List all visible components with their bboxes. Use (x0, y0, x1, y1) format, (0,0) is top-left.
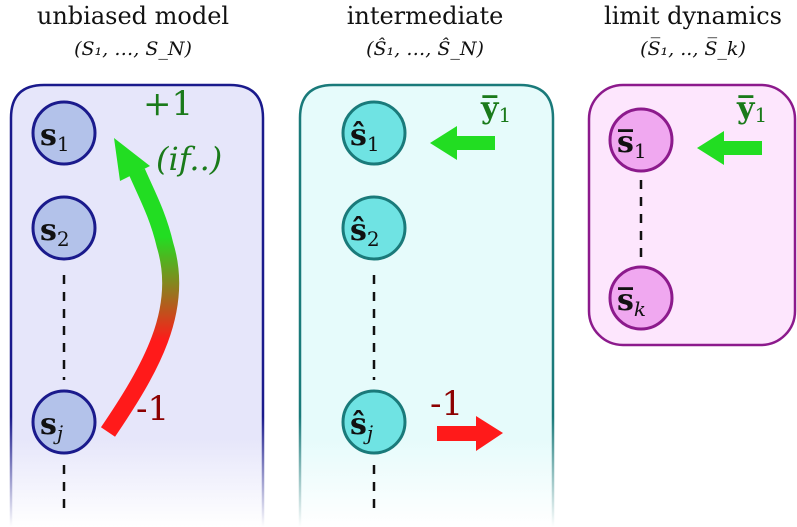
node-shat2: ŝ2 (341, 195, 407, 261)
condition-label: (if..) (156, 140, 222, 178)
panel3-title: limit dynamics (604, 2, 782, 30)
node-sbar1: s̅1 (608, 107, 674, 173)
input-label-panel2: y̅1 (480, 91, 511, 127)
svg-text:s1: s1 (40, 118, 70, 156)
input-label-panel3: y̅1 (736, 91, 767, 127)
jump-arrow-head (114, 138, 150, 181)
svg-text:ŝ1: ŝ1 (350, 118, 380, 156)
node-shatj: ŝj (341, 389, 407, 455)
minus-one-label-2: -1 (430, 384, 463, 424)
svg-text:ŝ2: ŝ2 (350, 213, 380, 251)
panel2-box (298, 83, 555, 527)
plus-one-label: +1 (143, 84, 193, 124)
panel1-subtitle: (S₁, …, S_N) (74, 38, 192, 60)
node-sbark: s̅k (608, 265, 674, 331)
node-s2: s2 (31, 195, 97, 261)
output-arrow-panel2 (437, 416, 503, 451)
jump-arrow-shaft (100, 168, 180, 437)
panel3-subtitle: (S̅₁, .., S̅_k) (640, 38, 746, 60)
input-arrow-panel2 (430, 126, 495, 160)
svg-text:ŝj: ŝj (350, 407, 373, 445)
panel2-subtitle: (Ŝ₁, …, Ŝ_N) (366, 38, 484, 60)
panel2-title: intermediate (346, 2, 504, 30)
panel1-title: unbiased model (36, 2, 230, 30)
input-arrow-panel3 (697, 131, 762, 165)
svg-text:s̅k: s̅k (617, 283, 646, 321)
svg-text:sj: sj (40, 407, 63, 445)
node-shat1: ŝ1 (341, 100, 407, 166)
svg-text:s̅1: s̅1 (617, 125, 647, 163)
node-s1: s1 (31, 100, 97, 166)
minus-one-label-1: -1 (136, 389, 169, 429)
svg-text:s2: s2 (40, 213, 70, 251)
node-sj: sj (31, 389, 97, 455)
